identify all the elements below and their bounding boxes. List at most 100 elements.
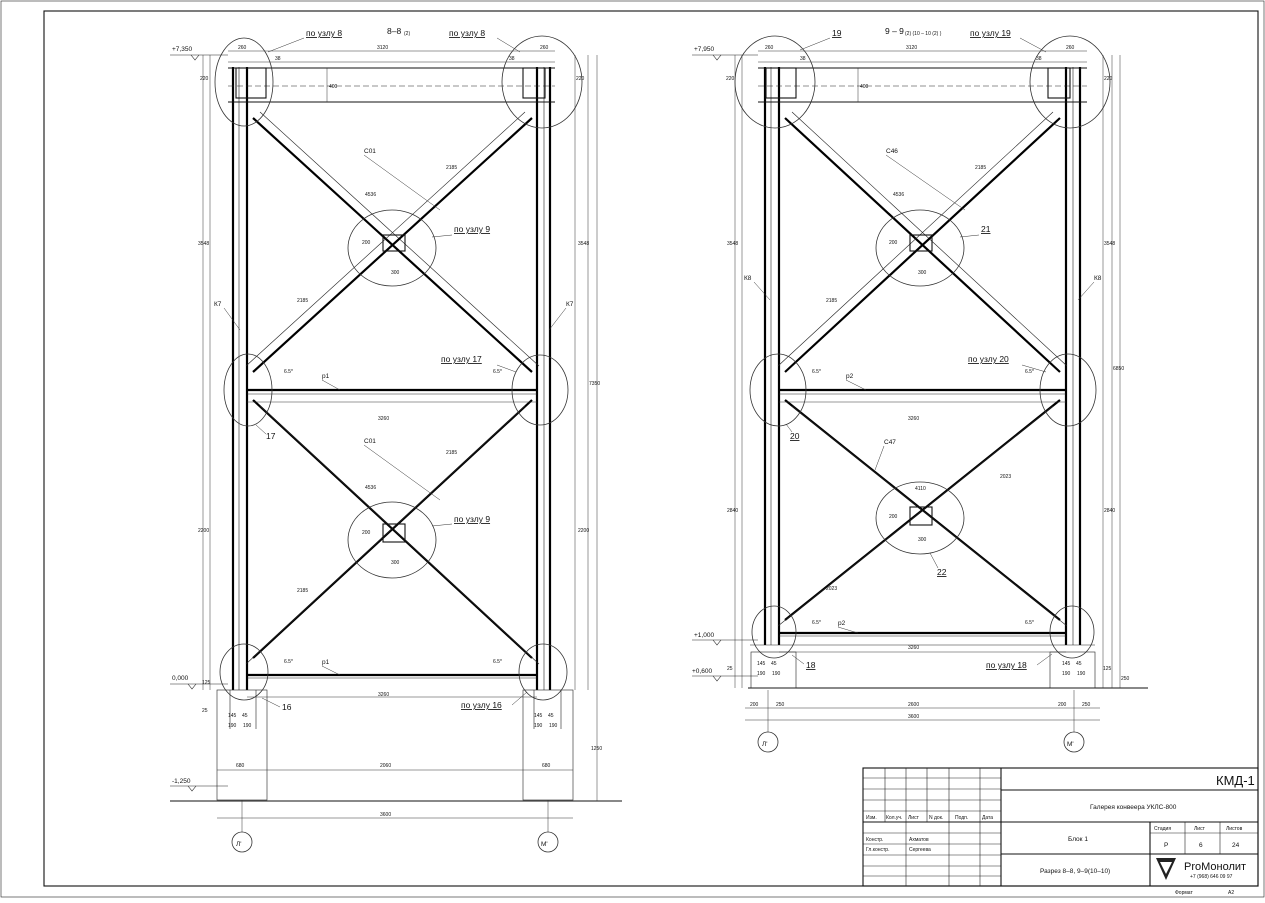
right-dim-base-200-b: 200 (1058, 702, 1067, 708)
left-callout-n17: по узлу 17 (441, 354, 482, 364)
right-node-circle-18a (751, 605, 797, 659)
tb-hdr-0: Изм. (866, 815, 877, 821)
right-base-45-b: 45 (1076, 661, 1082, 667)
right-callout-n18: 18 (806, 660, 816, 670)
right-dim-300-b: 300 (918, 537, 927, 543)
right-low-beam (779, 631, 1066, 637)
right-diag-4536: 4536 (893, 192, 904, 198)
right-brace-mark-b: С47 (884, 439, 896, 446)
left-column-right (535, 67, 552, 690)
right-diag-2023-a: 2023 (1000, 474, 1011, 480)
right-dim-mid-width: 3260 (908, 416, 919, 422)
left-brace-upper (245, 111, 540, 373)
right-callout-n22: 22 (937, 567, 947, 577)
tb-format: А2 (1228, 890, 1234, 896)
right-top-plate-b (1047, 67, 1071, 99)
left-dim-38-b: 38 (509, 56, 515, 62)
tb-col-stage: Стадия (1154, 826, 1171, 832)
right-axis-label-l: Л' (762, 741, 768, 748)
left-node-circle-16b (518, 643, 568, 701)
right-node-circle-20a (749, 353, 807, 427)
right-base-145-a: 145 (757, 661, 766, 667)
left-base-190-a: 190 (228, 723, 237, 729)
right-beam-mark-b: р2 (838, 620, 846, 627)
left-base-190-c: 190 (534, 723, 543, 729)
tb-hdr-2: Лист (908, 815, 920, 821)
left-dim-300-b: 300 (391, 560, 400, 566)
left-base-190-d: 190 (549, 723, 558, 729)
left-diag-4536-b: 4536 (365, 485, 376, 491)
left-dim-total-span: 3600 (380, 812, 391, 818)
right-brace-upper (777, 111, 1068, 373)
left-elev-zero: 0,000 (172, 675, 189, 682)
tb-role-2: Гл.констр. (866, 847, 889, 853)
right-base-190-a: 190 (757, 671, 766, 677)
left-dim-col-b: 680 (542, 763, 551, 769)
left-diag-2185-c: 2185 (446, 450, 457, 456)
tb-phone: +7 (968) 646 09 97 (1190, 874, 1233, 880)
left-callout-n16: по узлу 16 (461, 700, 502, 710)
left-node-circle-9b (347, 501, 437, 579)
right-dim-top-width: 3120 (906, 45, 917, 51)
right-axis-bubble-m (1063, 731, 1085, 753)
left-diag-2185-d: 2185 (297, 588, 308, 594)
right-base-190-d: 190 (1077, 671, 1086, 677)
left-dim-200-a: 200 (362, 240, 371, 246)
left-axis-bubble-m (537, 831, 559, 853)
right-diag-2023-b: 2023 (826, 586, 837, 592)
left-dim-38-a: 38 (275, 56, 281, 62)
section-title-right-sub: (2) (10 – 10 (2) ) (905, 31, 942, 37)
left-base-190-b: 190 (243, 723, 252, 729)
right-node-d-1: 6.5* (812, 369, 821, 375)
left-node-circle-17a (223, 353, 273, 427)
left-dim-200-b: 200 (362, 530, 371, 536)
right-dim-base-250-b: 250 (1082, 702, 1091, 708)
left-dim-node-h-b: 220 (576, 76, 585, 82)
right-beam-mark-a: р2 (846, 373, 854, 380)
right-dim-node-w-b: 260 (1066, 45, 1075, 51)
right-callout-n19: 19 (832, 28, 842, 38)
left-dim-bottom-span: 2060 (380, 763, 391, 769)
right-diag-2185-b: 2185 (826, 298, 837, 304)
right-node-circle-22 (875, 481, 965, 555)
right-node-circle-19b (1029, 35, 1111, 129)
right-dim-base-250-a: 250 (776, 702, 785, 708)
tb-col-sheet: Лист (1194, 826, 1206, 832)
right-top-beam (758, 67, 1087, 103)
right-dim-h-2840: 2840 (727, 508, 738, 514)
left-dim-h-1250: 1250 (591, 746, 602, 752)
left-callout-n9b: по узлу 9 (454, 514, 490, 524)
right-base-190-c: 190 (1062, 671, 1071, 677)
left-node-circle-8b (501, 35, 583, 129)
left-node-d-2: 6.5* (493, 369, 502, 375)
right-base-145-b: 145 (1062, 661, 1071, 667)
section-9-9: 9 – 9 (2) (10 – 10 (2) ) (692, 26, 1148, 753)
left-bottom-beam (247, 673, 537, 679)
inner-frame (43, 10, 1259, 887)
left-dim-300-a: 300 (391, 270, 400, 276)
right-dim-38-a: 38 (800, 56, 806, 62)
right-node-d-3: 6.5* (812, 620, 821, 626)
right-node-circle-21 (875, 209, 965, 287)
right-dim-200-a: 200 (889, 240, 898, 246)
right-mid-beam (779, 388, 1066, 395)
left-dim-col-a: 680 (236, 763, 245, 769)
left-dimension-lines (202, 50, 598, 819)
right-callout-n20: по узлу 20 (968, 354, 1009, 364)
left-mark-17: 17 (266, 431, 276, 441)
left-mid-beam (247, 388, 537, 395)
right-dim-bottom-span: 2600 (908, 702, 919, 708)
left-col-mark-a: К7 (214, 301, 222, 308)
right-elev-zero: +0,600 (692, 668, 712, 675)
right-elev-mid: +1,000 (694, 632, 714, 639)
left-dim-node-h: 220 (200, 76, 209, 82)
right-dim-38-b: 38 (1036, 56, 1042, 62)
left-base-145-a: 145 (228, 713, 237, 719)
right-callout-n21: 21 (981, 224, 991, 234)
left-brace-mark-a: С01 (364, 148, 376, 155)
right-node-d-2: 6.5* (1025, 369, 1034, 375)
right-diag-2185-a: 2185 (975, 165, 986, 171)
right-dim-h-6850: 6850 (1113, 366, 1124, 372)
